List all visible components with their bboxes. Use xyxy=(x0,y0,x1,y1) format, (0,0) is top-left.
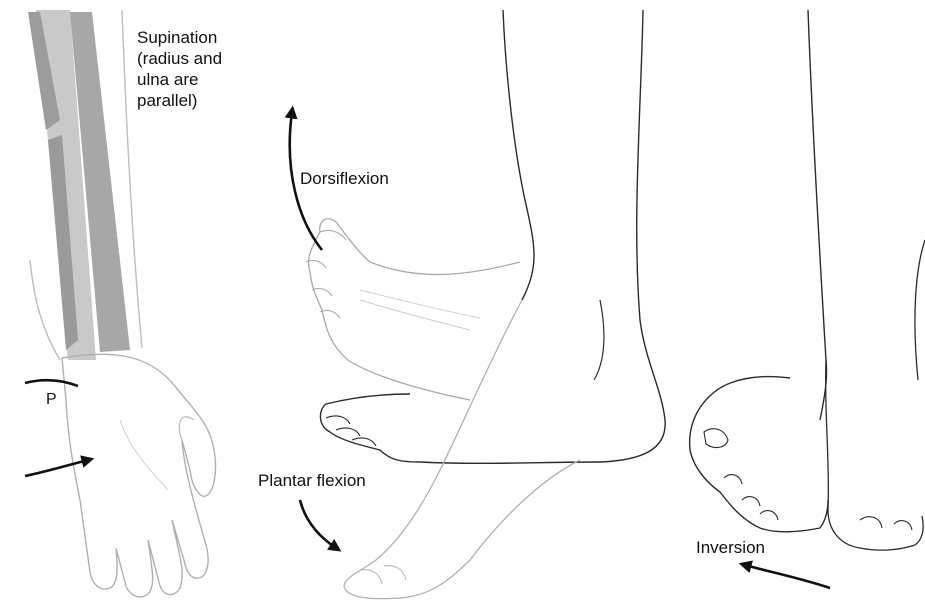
plantar-flexion-label: Plantar flexion xyxy=(258,470,366,491)
dorsiflexion-label: Dorsiflexion xyxy=(300,168,389,189)
forearm-outline xyxy=(30,260,60,360)
supination-line-2: (radius and xyxy=(137,48,222,69)
plantar-flexion-arrow xyxy=(300,500,336,548)
pronation-marker-label: P xyxy=(46,389,57,410)
dorsiflexed-foot xyxy=(308,219,520,400)
leg-back-outline xyxy=(600,10,665,462)
inversion-label: Inversion xyxy=(696,537,765,558)
leg-front-outline xyxy=(503,10,534,300)
leg-inner-outline xyxy=(808,10,827,420)
pronation-arrow-top xyxy=(25,380,78,386)
inversion-arrow xyxy=(745,565,830,588)
inverted-foot xyxy=(690,377,828,532)
other-foot xyxy=(860,516,923,550)
other-leg-outline xyxy=(915,240,925,380)
ankle-side-view xyxy=(290,10,665,599)
supination-line-1: Supination xyxy=(137,27,222,48)
pronation-arrow-bottom xyxy=(25,460,88,476)
supination-line-4: parallel) xyxy=(137,90,222,111)
hand-outline xyxy=(62,354,216,597)
foot-front-view xyxy=(690,10,925,588)
supination-label: Supination (radius and ulna are parallel… xyxy=(137,27,222,111)
supination-line-3: ulna are xyxy=(137,69,222,90)
